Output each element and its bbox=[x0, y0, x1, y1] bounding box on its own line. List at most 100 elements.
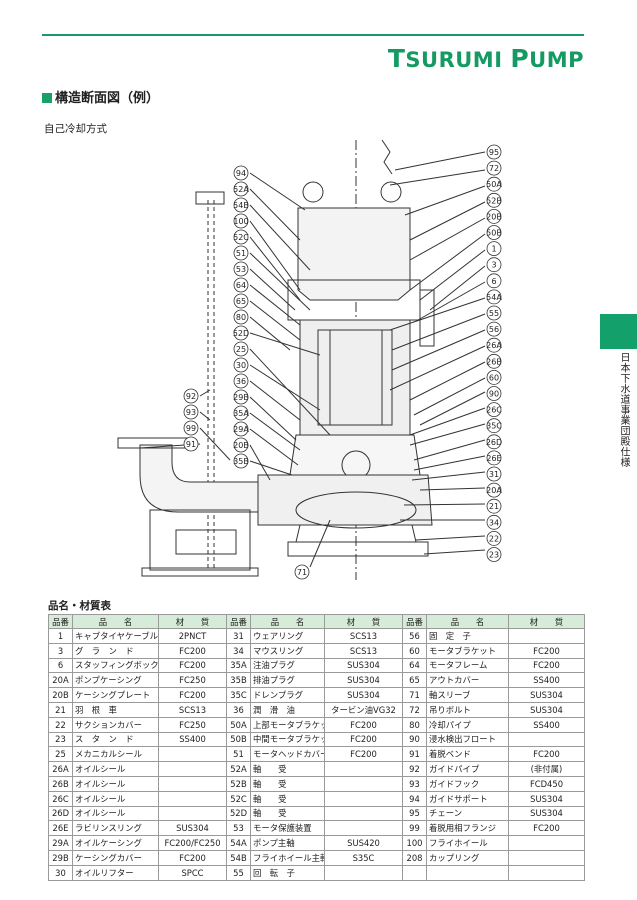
part-material-cell bbox=[508, 731, 585, 748]
callout-label: 22 bbox=[489, 534, 499, 543]
part-material-cell: タービン油VG32 bbox=[324, 701, 403, 718]
part-no-cell: 64 bbox=[402, 657, 427, 674]
callout-circle bbox=[233, 325, 249, 341]
part-material-cell: FC200 bbox=[508, 657, 585, 674]
part-name-cell: 着脱ベンド bbox=[426, 746, 509, 763]
callout-circle bbox=[486, 402, 502, 418]
part-no-cell: 26E bbox=[48, 820, 73, 837]
part-name-cell: ガイドサポート bbox=[426, 790, 509, 807]
callout-label: 64 bbox=[236, 281, 246, 290]
part-name-cell: 浸水検出フロート bbox=[426, 731, 509, 748]
callout-circle bbox=[486, 289, 502, 305]
part-no-cell: 26D bbox=[48, 805, 73, 822]
part-name-cell: 軸 受 bbox=[250, 805, 325, 822]
callout-circle bbox=[233, 213, 249, 229]
part-name-cell bbox=[426, 864, 509, 881]
brand-logo: TSURUMI PUMP bbox=[387, 44, 584, 73]
callout-label: 34 bbox=[489, 518, 499, 527]
callouts-left: 9452A54B10052C515364658052D25303629B35A2… bbox=[233, 165, 249, 469]
part-no-cell: 35C bbox=[226, 687, 251, 703]
callout-circle bbox=[486, 160, 502, 176]
part-name-cell: 潤 滑 油 bbox=[250, 701, 325, 718]
part-material-cell bbox=[508, 864, 585, 881]
table-row: 23ス タ ン ドSS40050B中間モータブラケットFC20090浸水検出フロ… bbox=[48, 731, 585, 748]
header-rule bbox=[42, 34, 584, 36]
part-no-cell: 54A bbox=[226, 835, 251, 851]
callout-circle bbox=[486, 144, 502, 160]
callout-label: 29A bbox=[233, 425, 249, 434]
callout-circle bbox=[233, 341, 249, 357]
part-name-cell: オイルシール bbox=[72, 761, 159, 777]
part-material-cell: FC250 bbox=[158, 716, 227, 733]
callout-circle bbox=[486, 547, 502, 562]
callout-circle bbox=[233, 261, 249, 277]
callout-label: 20B bbox=[486, 212, 502, 221]
callout-label: 31 bbox=[489, 470, 499, 479]
part-material-cell: FC200 bbox=[158, 849, 227, 866]
callout-circle bbox=[486, 209, 502, 224]
callout-circle bbox=[233, 165, 249, 181]
part-material-cell: SCS13 bbox=[324, 628, 403, 644]
part-material-cell: FC200 bbox=[508, 820, 585, 837]
part-name-cell: モータ保護装置 bbox=[250, 820, 325, 837]
part-no-cell: 1 bbox=[48, 628, 73, 644]
part-no-cell: 99 bbox=[402, 820, 427, 837]
part-no-cell: 34 bbox=[226, 642, 251, 659]
callout-circle bbox=[486, 482, 502, 498]
header-material: 材 質 bbox=[324, 614, 403, 629]
part-material-cell: FC200 bbox=[324, 716, 403, 733]
part-name-cell: 固 定 子 bbox=[426, 628, 509, 644]
callout-circle bbox=[233, 357, 249, 373]
part-material-cell: SCS13 bbox=[324, 642, 403, 659]
part-name-cell: ケーシングカバー bbox=[72, 849, 159, 866]
part-name-cell: ケーシングプレート bbox=[72, 687, 159, 703]
callout-label: 52A bbox=[233, 185, 249, 194]
part-name-cell: キャブタイヤケーブル bbox=[72, 628, 159, 644]
part-material-cell bbox=[324, 775, 403, 792]
callout-label: 3 bbox=[491, 261, 496, 270]
part-name-cell: チェーン bbox=[426, 805, 509, 822]
callout-label: 20A bbox=[486, 486, 502, 495]
part-name-cell: フライホイール主軸 bbox=[250, 849, 325, 866]
callout-circle bbox=[486, 369, 502, 385]
part-no-cell: 30 bbox=[48, 864, 73, 881]
part-no-cell: 35B bbox=[226, 672, 251, 689]
part-name-cell: カップリング bbox=[426, 849, 509, 866]
part-name-cell: 着脱用相フランジ bbox=[426, 820, 509, 837]
header-material: 材 質 bbox=[508, 614, 585, 629]
table-header-row: 品番 品 名 材 質 品番 品 名 材 質 品番 品 名 材 質 bbox=[48, 614, 585, 629]
callout-label: 51 bbox=[236, 249, 246, 258]
part-name-cell: グ ラ ン ド bbox=[72, 642, 159, 659]
callout-circle bbox=[486, 466, 502, 482]
callout-label: 60 bbox=[489, 373, 499, 382]
callout-label: 21 bbox=[489, 502, 499, 511]
part-no-cell: 52B bbox=[226, 775, 251, 792]
part-name-cell: ポンプケーシング bbox=[72, 672, 159, 689]
part-no-cell: 31 bbox=[226, 628, 251, 644]
callout-circle bbox=[486, 434, 502, 450]
callout-label: 20B bbox=[233, 441, 249, 450]
callout-label: 35B bbox=[233, 457, 249, 466]
callout-label: 99 bbox=[186, 424, 196, 433]
cross-section-diagram: 957250A52B20B50B13654A555626A26B609026C3… bbox=[117, 139, 502, 580]
part-name-cell: ガイドパイプ bbox=[426, 761, 509, 777]
part-material-cell: FC250 bbox=[158, 672, 227, 689]
part-no-cell bbox=[402, 864, 427, 881]
part-material-cell bbox=[324, 820, 403, 837]
part-material-cell bbox=[324, 805, 403, 822]
part-name-cell: オイルシール bbox=[72, 805, 159, 822]
part-no-cell: 26A bbox=[48, 761, 73, 777]
part-material-cell bbox=[508, 849, 585, 866]
callout-circle bbox=[486, 337, 502, 353]
part-name-cell: 上部モータブラケット bbox=[250, 716, 325, 733]
callout-label: 71 bbox=[297, 568, 307, 577]
part-no-cell: 91 bbox=[402, 746, 427, 763]
